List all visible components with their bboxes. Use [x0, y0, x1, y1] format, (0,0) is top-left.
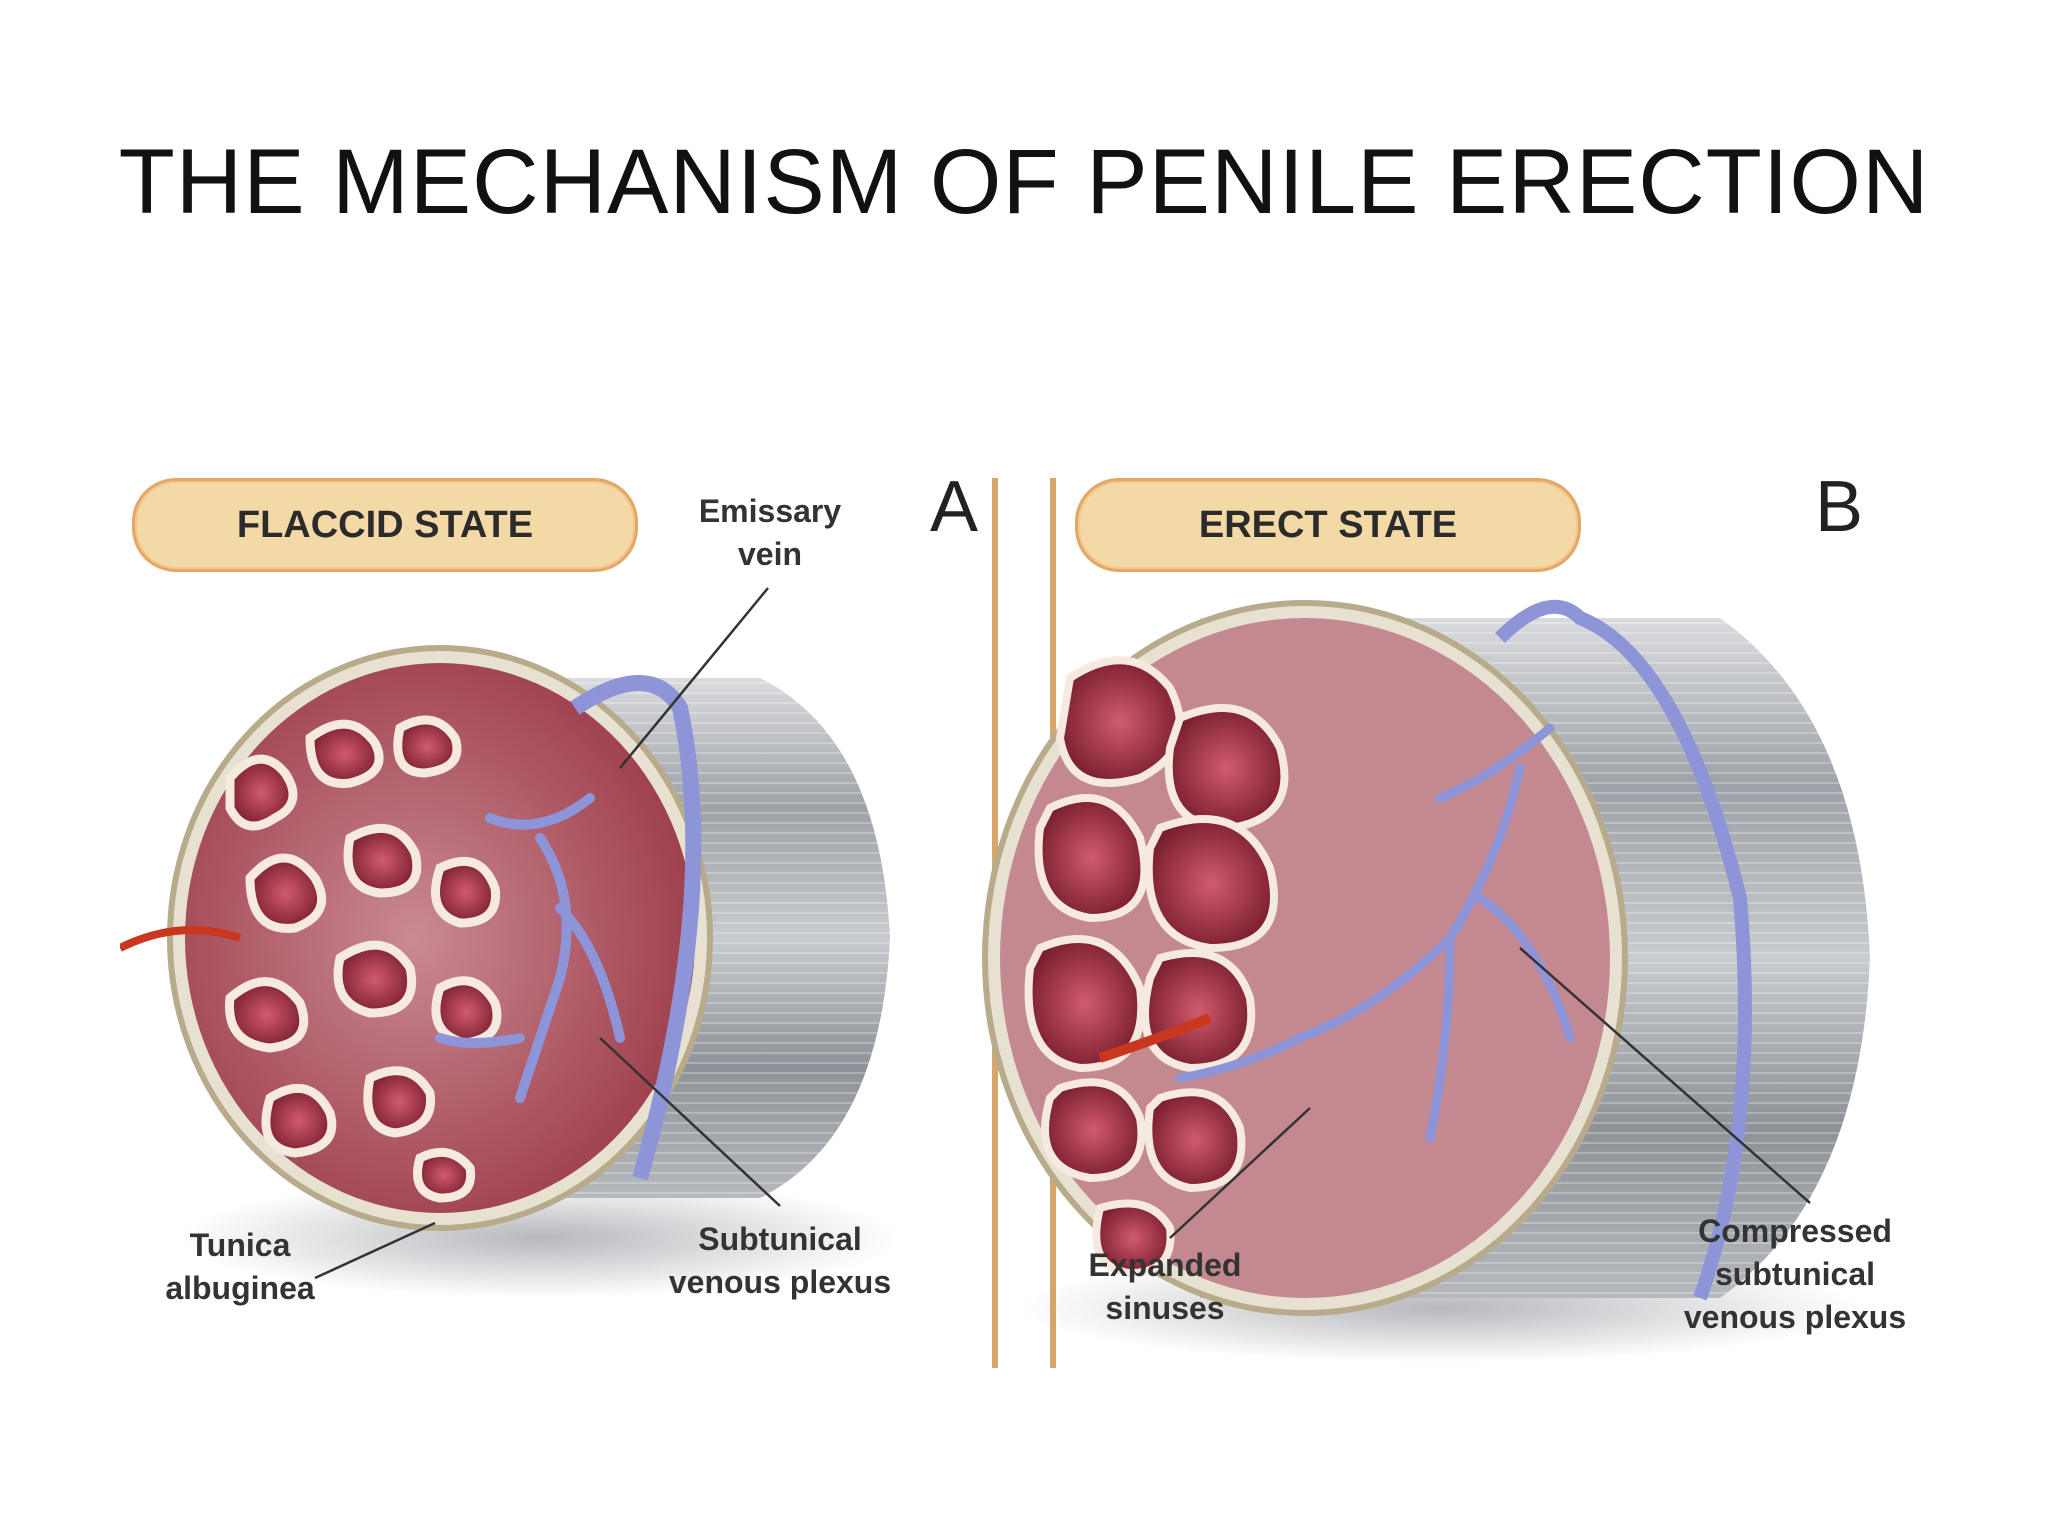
erection-mechanism-figure: FLACCID STATE A Emissary vein Tunica alb… [120, 467, 1930, 1368]
panel-a-leader-lines [314, 587, 781, 1280]
panel-a-state-label: FLACCID STATE [132, 478, 638, 572]
panel-a-artery [120, 926, 242, 952]
panel-b-leader-lines [1169, 947, 1811, 1239]
panel-b-artery [1098, 1013, 1212, 1063]
label-expanded-sinuses: Expanded sinuses [1088, 1247, 1242, 1327]
label-compressed-subtunical-venous-plexus: Compressed subtunical venous plexus [1683, 1213, 1907, 1336]
label-emissary-vein: Emissary vein [698, 493, 842, 573]
panel-a-venous-plexus [435, 793, 625, 1103]
panel-b-emissary-vein [1495, 599, 1752, 1301]
panel-a-letter: A [930, 467, 979, 547]
slide-title: THE MECHANISM OF PENILE ERECTION [118, 131, 1930, 233]
label-tunica-albuginea: Tunica albuginea [165, 1227, 315, 1307]
label-subtunical-venous-plexus: Subtunical venous plexus [668, 1221, 892, 1301]
panel-a-erectile-tissue [185, 663, 695, 1213]
panel-a-sinuses [225, 715, 502, 1203]
illustration [120, 478, 1870, 1368]
panel-b-drawing [982, 599, 1870, 1363]
panel-a-emissary-vein [570, 675, 702, 1181]
panel-b-letter: B [1815, 467, 1864, 547]
panel-b-state-label: ERECT STATE [1075, 478, 1581, 572]
panel-b-sinuses [1024, 656, 1289, 1278]
panel-b-venous-plexus [1175, 723, 1575, 1143]
panel-a-drawing [120, 478, 995, 1368]
